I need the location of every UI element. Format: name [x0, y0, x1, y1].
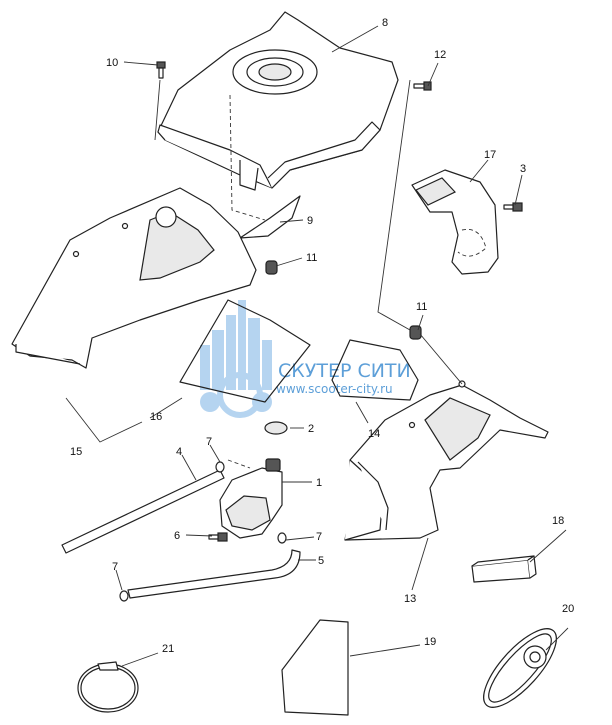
- part-20-tape-roll: [483, 628, 557, 708]
- callout-18: 18: [552, 515, 564, 527]
- part-5-hose: [127, 549, 301, 599]
- part-18-block: [471, 555, 537, 583]
- part-21-band: [77, 661, 139, 713]
- callout-1: 1: [316, 477, 322, 489]
- part-15-left-panel: [11, 187, 257, 369]
- callout-10: 10: [106, 57, 118, 69]
- part-7-clamp-b: [277, 532, 287, 544]
- part-7-clamp-a: [215, 461, 225, 473]
- part-1-reservoir: [219, 458, 283, 539]
- callout-2: 2: [308, 423, 314, 435]
- part-16-sheet: [179, 299, 311, 403]
- part-9-pad: [239, 195, 301, 239]
- part-11-grommet-a: [265, 260, 278, 275]
- callout-11-upper: 11: [306, 252, 317, 264]
- watermark-url: www.scooter-city.ru: [276, 382, 393, 396]
- callout-8: 8: [382, 17, 388, 29]
- part-11-grommet-b: [409, 325, 422, 340]
- callout-12: 12: [434, 49, 446, 61]
- callout-19: 19: [424, 636, 436, 648]
- assembly-line-10: [154, 79, 161, 141]
- callout-3: 3: [520, 163, 526, 175]
- callout-4: 4: [176, 446, 182, 458]
- assembly-line-11: [419, 333, 463, 385]
- part-10-bolt: [156, 61, 166, 79]
- part-4-hose: [61, 469, 225, 554]
- part-8-tank-cover: [157, 11, 399, 191]
- watermark-title: СКУТЕР СИТИ: [278, 360, 411, 382]
- callout-7-upper: 7: [206, 436, 212, 448]
- part-13-right-panel: [344, 380, 549, 541]
- callout-7-lower: 7: [112, 561, 118, 573]
- part-3-screw: [503, 202, 523, 212]
- callout-9: 9: [307, 215, 313, 227]
- part-6-screw: [208, 532, 228, 542]
- callout-17: 17: [484, 149, 496, 161]
- callout-labels: 8 10 12 17 3 9 11 11 16 15 14 2 1 4 7 6 …: [70, 17, 574, 655]
- callout-13: 13: [404, 593, 416, 605]
- part-2-cap: [264, 421, 288, 435]
- part-14-cover: [331, 339, 419, 401]
- callout-20: 20: [562, 603, 574, 615]
- callout-5: 5: [318, 555, 324, 567]
- part-7-clamp-c: [119, 590, 129, 602]
- reference-line-a: [229, 94, 266, 221]
- part-19-flap: [281, 619, 349, 716]
- callout-7-middle: 7: [316, 531, 322, 543]
- callout-21: 21: [162, 643, 174, 655]
- callout-14: 14: [368, 428, 380, 440]
- watermark-logo: [200, 300, 272, 418]
- part-17-duct: [411, 169, 499, 275]
- part-12-bolt: [413, 81, 432, 91]
- callout-16: 16: [150, 411, 162, 423]
- callout-leaders: [65, 25, 569, 667]
- callout-15: 15: [70, 446, 82, 458]
- assembly-line-12: [377, 79, 411, 331]
- callout-6: 6: [174, 530, 180, 542]
- reference-line-b: [227, 459, 251, 469]
- callout-11-lower: 11: [416, 301, 427, 313]
